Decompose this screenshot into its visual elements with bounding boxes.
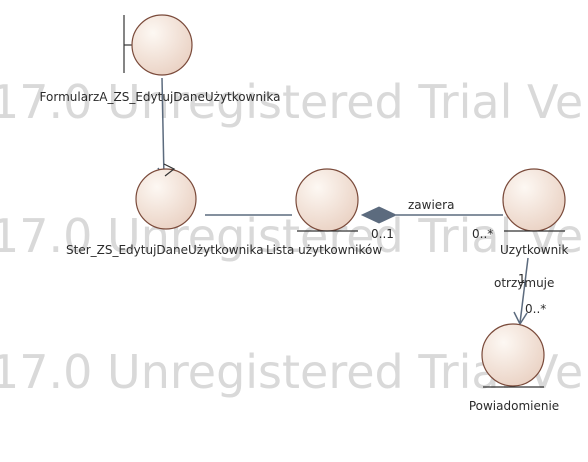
list-entity-object[interactable] xyxy=(295,168,359,232)
multiplicity-label: 0..1 xyxy=(371,227,394,241)
multiplicity-label: 1 xyxy=(518,272,526,286)
notification-entity-circle xyxy=(481,323,545,387)
list-entity-circle xyxy=(295,168,359,232)
boundary-circle xyxy=(131,14,193,76)
control-arrow-icon xyxy=(163,163,176,177)
boundary-control-link[interactable] xyxy=(161,77,165,179)
arrow-head xyxy=(513,311,528,326)
control-circle xyxy=(135,168,197,230)
user-entity-object[interactable] xyxy=(502,168,566,232)
receives-label: otrzymuje xyxy=(494,276,554,290)
multiplicity-label: 0..* xyxy=(525,302,546,316)
control-object[interactable] xyxy=(135,163,197,230)
boundary-label: FormularzA_ZS_EdytujDaneUżytkownika xyxy=(40,90,281,104)
list-entity-label: Lista użytkowników xyxy=(266,243,382,257)
boundary-object[interactable] xyxy=(123,14,193,76)
multiplicity-label: 0..* xyxy=(472,227,493,241)
contains-label: zawiera xyxy=(408,198,454,212)
user-entity-label: Uzytkownik xyxy=(500,243,569,257)
receives-association[interactable] xyxy=(519,257,529,324)
watermark-text: 17.0 Unregistered Trial Ve xyxy=(0,209,583,263)
watermark-text: 17.0 Unregistered Trial Ve xyxy=(0,75,583,129)
composition-diamond-icon xyxy=(360,206,398,224)
user-entity-circle xyxy=(502,168,566,232)
control-label: Ster_ZS_EdytujDaneUżytkownika xyxy=(66,243,264,257)
notification-entity-object[interactable] xyxy=(481,323,545,388)
notification-entity-label: Powiadomienie xyxy=(469,399,559,413)
